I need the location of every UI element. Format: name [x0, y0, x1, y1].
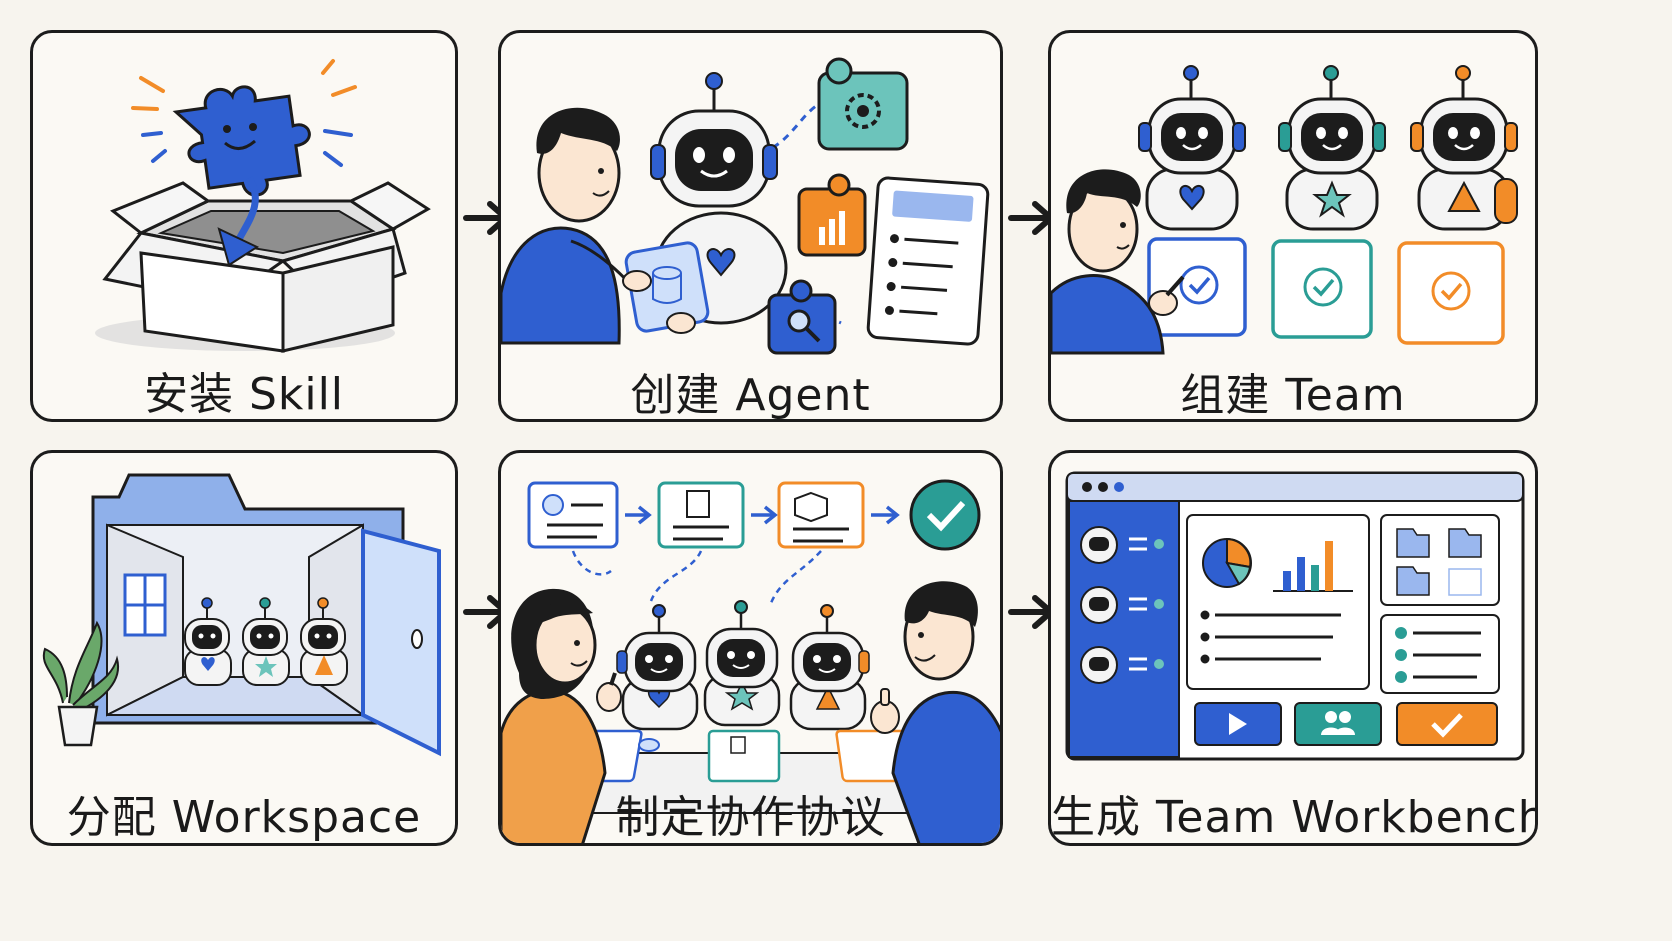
puzzle-into-box-icon	[95, 59, 431, 353]
step-panel-install-skill: 安装 Skill	[30, 30, 458, 422]
step-label: 安装 Skill	[143, 369, 345, 420]
person-selecting-robots-icon	[1051, 65, 1518, 355]
robots-in-folder-room-icon	[42, 473, 441, 757]
step-panel-generate-workbench: 生成 Team Workbench	[1048, 450, 1538, 846]
step-label: 生成 Team Workbench	[1051, 792, 1538, 843]
step-panel-build-team: 组建 Team	[1048, 30, 1538, 422]
step-panel-create-agent: 创建 Agent	[498, 30, 1003, 422]
step-panel-define-protocol: 制定协作协议	[498, 450, 1003, 846]
step-label: 创建 Agent	[630, 370, 871, 421]
step-label: 组建 Team	[1180, 370, 1406, 421]
people-and-robots-collaborating-icon	[501, 479, 1000, 843]
dashboard-window-icon	[1065, 471, 1525, 761]
person-building-robot-icon	[501, 57, 990, 355]
step-panel-assign-workspace: 分配 Workspace	[30, 450, 458, 846]
step-label: 制定协作协议	[615, 792, 886, 843]
step-label: 分配 Workspace	[66, 792, 422, 843]
